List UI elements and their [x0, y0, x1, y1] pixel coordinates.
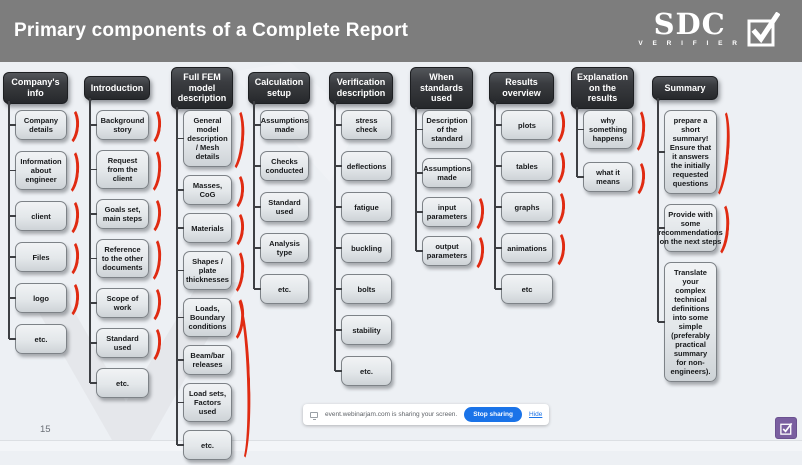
component-box: Description of the standard — [416, 110, 472, 149]
component-box: Information about engineer — [9, 151, 67, 190]
component-box: Translate your complex technical definit… — [658, 262, 717, 382]
component-box: Company details — [9, 110, 67, 140]
logo-brand-text: SDC — [653, 7, 726, 41]
connector-line — [176, 107, 178, 445]
column-header: Summary — [652, 76, 718, 102]
connector-line — [253, 101, 255, 289]
column-header: Full FEM model description — [171, 67, 233, 111]
component-box: Scope of work — [90, 288, 149, 318]
hide-link[interactable]: Hide — [528, 411, 543, 418]
component-box: Provide with some recommendations on the… — [658, 204, 723, 252]
connector-line — [8, 101, 10, 339]
column-header: Calculation setup — [248, 72, 310, 106]
presentation-topbar: Primary components of a Complete Report … — [0, 0, 802, 62]
component-box: Standard used — [90, 328, 149, 358]
component-box: stability — [335, 315, 392, 345]
column-header: Results overview — [489, 72, 554, 106]
component-box: Loads, Boundary conditions — [177, 298, 232, 337]
component-box: Shapes / plate thicknesses — [177, 251, 232, 290]
component-box: stress check — [335, 110, 392, 140]
component-box: animations — [495, 233, 553, 263]
page-number: 15 — [40, 424, 51, 435]
checkbox-check-icon — [746, 11, 781, 53]
component-box: plots — [495, 110, 553, 140]
component-box: tables — [495, 151, 553, 181]
component-box: deflections — [335, 151, 392, 181]
column-header: When standards used — [410, 67, 473, 111]
slide-title: Primary components of a Complete Report — [14, 20, 409, 41]
sdc-verifier-logo: SDC V E R I F I E R — [638, 7, 781, 53]
component-box: Background story — [90, 110, 149, 140]
component-box: Beam/bar releases — [177, 345, 232, 375]
component-box: input parameters — [416, 197, 472, 227]
component-box: Files — [9, 242, 67, 272]
component-box: Checks conducted — [254, 151, 309, 181]
component-box: Masses, CoG — [177, 175, 232, 205]
column-header: Introduction — [84, 76, 150, 102]
component-box: etc. — [177, 430, 232, 460]
connector-line — [657, 98, 659, 322]
component-box: output parameters — [416, 236, 472, 266]
component-box: Assumptions made — [416, 158, 472, 188]
connector-line — [494, 101, 496, 289]
component-box: etc. — [335, 356, 392, 386]
component-box: bolts — [335, 274, 392, 304]
component-box: why something happens — [577, 110, 633, 149]
logo-sub-text: V E R I F I E R — [638, 40, 741, 47]
component-box: Analysis type — [254, 233, 309, 263]
component-box: General model description / Mesh details — [177, 110, 232, 167]
column-header: Verification description — [329, 72, 393, 106]
component-box: logo — [9, 283, 67, 313]
screen-share-bar: event.webinarjam.com is sharing your scr… — [303, 404, 550, 425]
component-box: fatigue — [335, 192, 392, 222]
screen-share-icon — [310, 411, 318, 420]
stop-sharing-button[interactable]: Stop sharing — [464, 407, 522, 422]
component-box: etc. — [9, 324, 67, 354]
component-box: graphs — [495, 192, 553, 222]
component-box: prepare a short summary! Ensure that it … — [658, 110, 717, 194]
connector-line — [576, 107, 578, 177]
component-box: Request from the client — [90, 150, 149, 189]
connector-line — [415, 107, 417, 251]
component-box: Materials — [177, 213, 232, 243]
connector-line — [89, 98, 91, 383]
component-box: buckling — [335, 233, 392, 263]
component-box: etc. — [254, 274, 309, 304]
sdc-verifier-widget-icon[interactable] — [775, 417, 797, 439]
component-box: Standard used — [254, 192, 309, 222]
connector-line — [334, 101, 336, 371]
component-box: Load sets, Factors used — [177, 383, 232, 422]
component-box: etc. — [90, 368, 149, 398]
component-box: etc — [495, 274, 553, 304]
component-box: Assumptions made — [254, 110, 309, 140]
column-header: Explanation on the results — [571, 67, 634, 111]
share-message: event.webinarjam.com is sharing your scr… — [325, 411, 458, 418]
component-box: Reference to the other documents — [90, 239, 149, 278]
component-box: Goals set, main steps — [90, 199, 149, 229]
component-box: client — [9, 201, 67, 231]
column-header: Company's info — [3, 72, 68, 106]
component-box: what it means — [577, 162, 633, 192]
bottom-strip — [0, 440, 802, 451]
